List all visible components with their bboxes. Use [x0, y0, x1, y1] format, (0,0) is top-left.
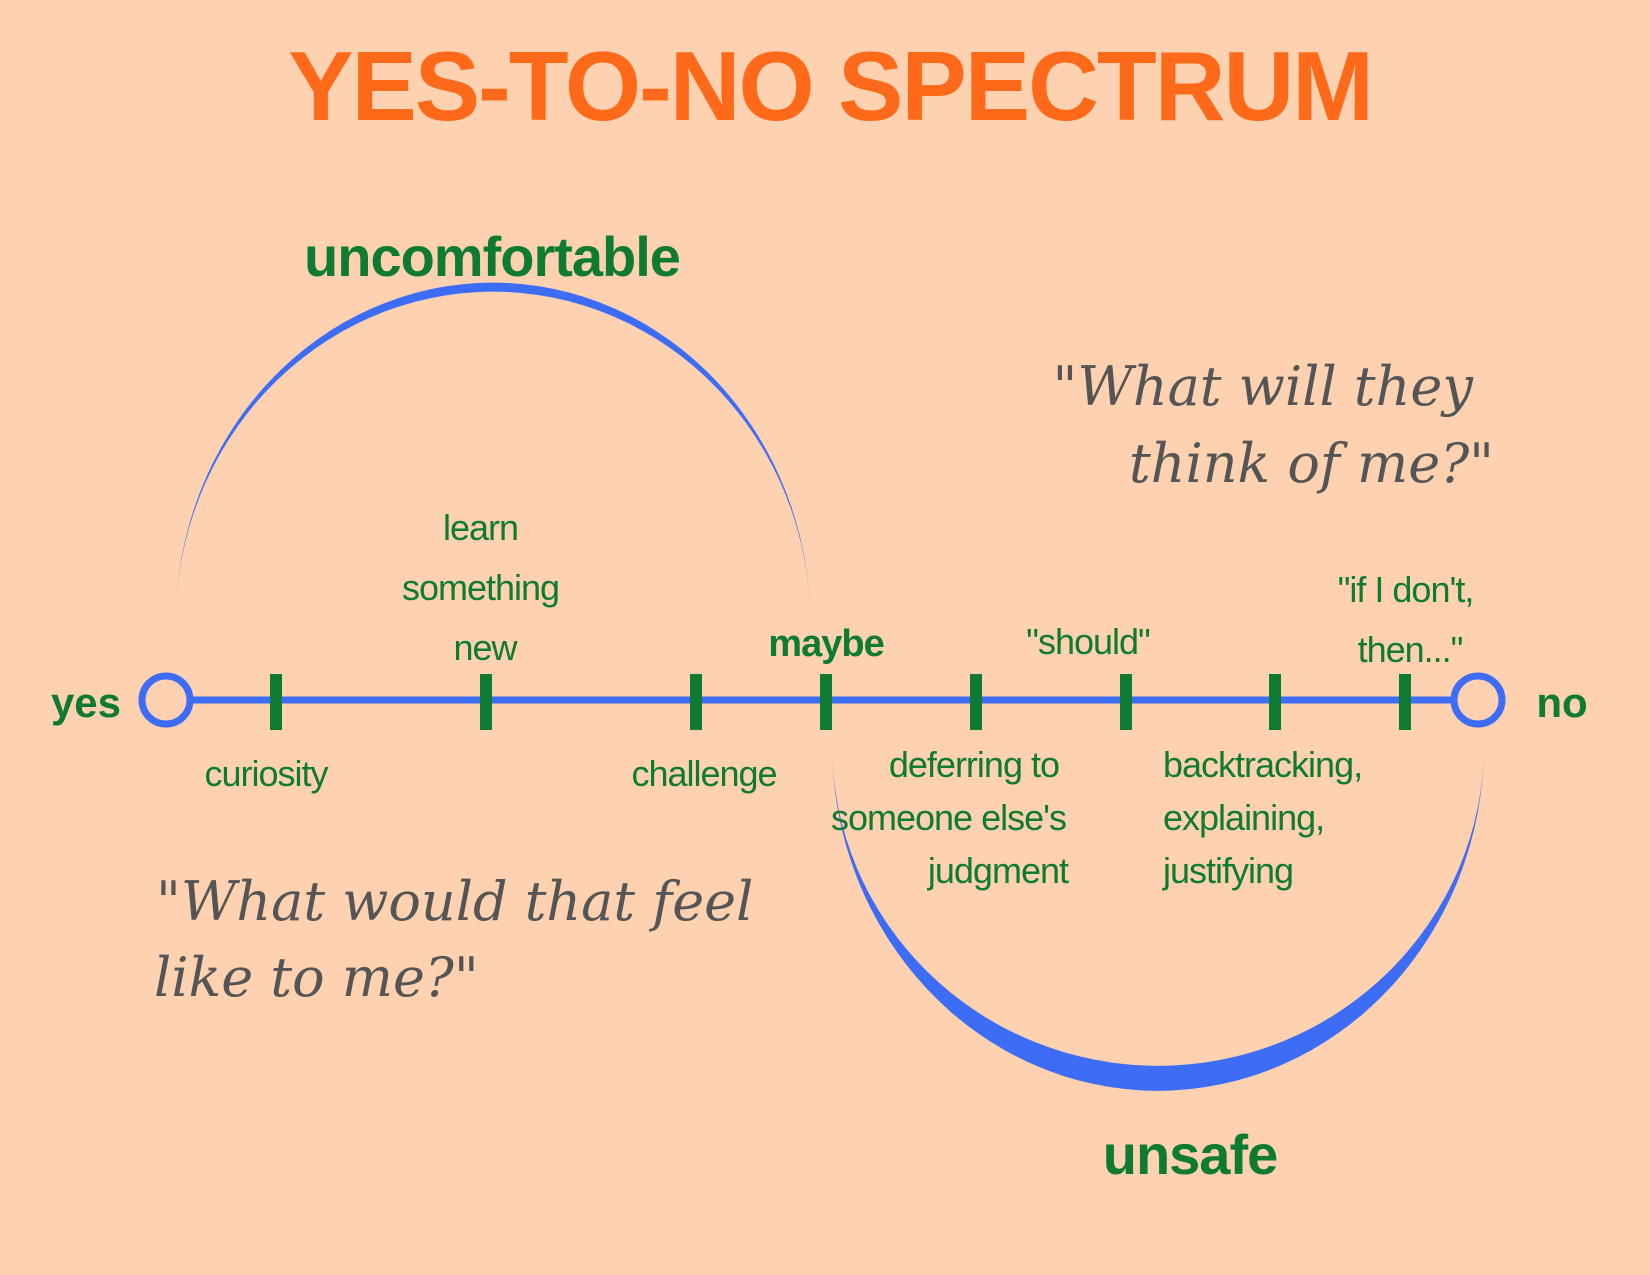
- no-label: no: [1536, 679, 1587, 726]
- no-end-circle: [1450, 672, 1506, 728]
- backtracking-line-1: backtracking,: [1163, 744, 1362, 785]
- challenge-label: challenge: [631, 753, 776, 794]
- deferring-label: deferring to someone else's judgment: [831, 744, 1075, 891]
- should-label: "should": [1026, 621, 1150, 662]
- page-title: YES-TO-NO SPECTRUM: [288, 31, 1372, 141]
- quote-top-right-line-1: "What will they: [1053, 355, 1475, 418]
- tick-marks: [270, 674, 1411, 730]
- backtracking-label: backtracking, explaining, justifying: [1162, 744, 1371, 891]
- if-dont-line-2: then...": [1358, 629, 1463, 670]
- uncomfortable-label: uncomfortable: [304, 225, 680, 288]
- unsafe-label: unsafe: [1103, 1123, 1278, 1186]
- quote-bottom-left-line-1: "What would that feel: [156, 870, 753, 933]
- curiosity-label: curiosity: [204, 753, 328, 794]
- maybe-label: maybe: [768, 623, 883, 665]
- deferring-line-2: someone else's: [831, 797, 1066, 838]
- yes-end-circle: [138, 672, 194, 728]
- if-dont-label: "if I don't, then...": [1338, 569, 1483, 670]
- learn-something-new-label: learn something new: [402, 507, 568, 668]
- learn-line-1: learn: [443, 507, 518, 548]
- if-dont-line-1: "if I don't,: [1338, 569, 1474, 610]
- quote-top-right-line-2: think of me?": [1129, 432, 1494, 495]
- learn-line-2: something: [402, 567, 559, 608]
- deferring-line-3: judgment: [927, 850, 1069, 891]
- backtracking-line-3: justifying: [1162, 850, 1293, 891]
- backtracking-line-2: explaining,: [1163, 797, 1324, 838]
- quote-bottom-left: "What would that feel like to me?": [154, 870, 771, 1009]
- quote-top-right: "What will they think of me?": [1053, 355, 1495, 495]
- quote-bottom-left-line-2: like to me?": [154, 946, 479, 1009]
- yes-label: yes: [51, 679, 121, 726]
- deferring-line-1: deferring to: [889, 744, 1059, 785]
- learn-line-3: new: [453, 627, 518, 668]
